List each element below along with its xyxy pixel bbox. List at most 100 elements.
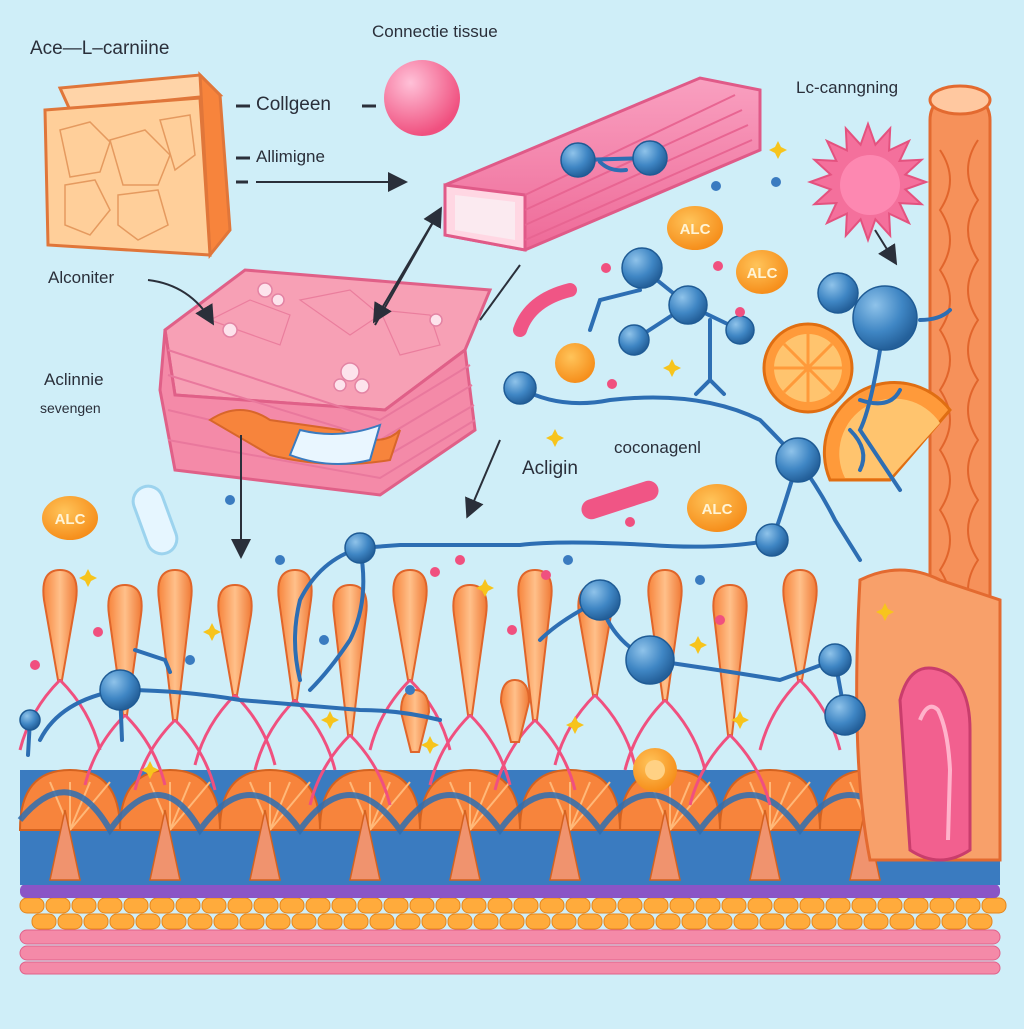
dot	[771, 177, 781, 187]
dot	[455, 555, 465, 565]
orange-cell	[655, 913, 681, 930]
orange-cell	[837, 913, 863, 930]
label-alconiter: Alconiter	[48, 268, 115, 287]
orange-cell	[551, 913, 577, 930]
molecule-node	[632, 140, 668, 176]
sparkle-icon	[663, 359, 681, 377]
molecule-node	[560, 142, 596, 178]
orange-cell	[45, 897, 71, 914]
orange-cell	[889, 913, 915, 930]
sparkle-icon	[769, 141, 787, 159]
orange-cell	[213, 913, 239, 930]
dot	[93, 627, 103, 637]
orange-cell	[383, 897, 409, 914]
svg-text:ALC: ALC	[55, 511, 86, 528]
orange-cell	[721, 897, 747, 914]
sparkles	[30, 141, 894, 779]
label-ace-l-carnitine: Ace—L–carniine	[30, 38, 170, 59]
orange-cell-row	[19, 897, 1007, 930]
label-sevengen: sevengen	[40, 400, 101, 416]
orange-cell	[305, 897, 331, 914]
molecule-network	[19, 140, 952, 757]
dot	[507, 625, 517, 635]
dot	[713, 261, 723, 271]
orange-cell	[759, 913, 785, 930]
orange-cell	[175, 897, 201, 914]
orange-cell	[331, 897, 357, 914]
orange-cell	[317, 913, 343, 930]
dermal-papilla	[449, 809, 481, 881]
orange-cell	[681, 913, 707, 930]
sparkle-icon	[731, 711, 749, 729]
molecule-node	[755, 523, 789, 557]
orange-cell	[31, 913, 57, 930]
orange-cell	[877, 897, 903, 914]
orange-cell	[955, 897, 981, 914]
sparkle-icon	[421, 736, 439, 754]
svg-text:ALC: ALC	[680, 221, 711, 238]
molecule-node	[99, 669, 141, 711]
orange-cell	[253, 897, 279, 914]
arrows	[147, 206, 898, 559]
orange-cell	[291, 913, 317, 930]
orange-cell	[149, 897, 175, 914]
pink-sphere	[384, 60, 460, 136]
dermal-papilla	[749, 809, 781, 881]
orange-cell	[629, 913, 655, 930]
orange-cell	[565, 897, 591, 914]
orange-cell	[695, 897, 721, 914]
teardrop-cell	[782, 568, 818, 681]
label-connective-tissue: Connectie tissue	[372, 22, 498, 41]
sparkle-icon	[476, 579, 494, 597]
orange-cell	[499, 913, 525, 930]
orange-cell	[187, 913, 213, 930]
orange-cell	[447, 913, 473, 930]
orange-cell	[747, 897, 773, 914]
dot	[430, 567, 440, 577]
dot	[607, 379, 617, 389]
orange-cell	[773, 897, 799, 914]
orange-cell	[903, 897, 929, 914]
orange-cell	[343, 913, 369, 930]
orange-cell	[57, 913, 83, 930]
teardrop-cell	[157, 568, 193, 721]
orange-cell	[915, 913, 941, 930]
orange-cell	[83, 913, 109, 930]
molecule-node	[817, 272, 859, 314]
teardrop-cell	[399, 688, 431, 753]
sparkle-icon	[876, 603, 894, 621]
molecule-node	[818, 643, 852, 677]
molecule-node	[618, 324, 650, 356]
teardrop-cell	[499, 678, 531, 743]
skin-layers	[0, 768, 1024, 1024]
molecule-node	[668, 285, 708, 325]
sparkle-icon	[141, 761, 159, 779]
orange-dome-cells	[18, 768, 922, 881]
orange-cell	[201, 897, 227, 914]
spiky-cell	[807, 121, 929, 243]
orange-cell	[239, 913, 265, 930]
dot	[275, 555, 285, 565]
orange-cell	[71, 897, 97, 914]
molecule-node	[19, 709, 41, 731]
orange-cell	[799, 897, 825, 914]
orange-cell	[161, 913, 187, 930]
dot	[30, 660, 40, 670]
dot	[319, 635, 329, 645]
dot	[185, 655, 195, 665]
dot	[405, 685, 415, 695]
orange-cell	[603, 913, 629, 930]
orange-cell	[525, 913, 551, 930]
dermal-papilla	[349, 809, 381, 881]
orange-cell	[941, 913, 967, 930]
alc-badge: ALC	[42, 496, 98, 540]
orange-cell	[409, 897, 435, 914]
orange-cell	[97, 897, 123, 914]
dot	[735, 307, 745, 317]
svg-text:ALC: ALC	[702, 501, 733, 518]
orange-cell	[577, 913, 603, 930]
orange-cell	[357, 897, 383, 914]
molecule-node	[621, 247, 663, 289]
orange-cell	[863, 913, 889, 930]
